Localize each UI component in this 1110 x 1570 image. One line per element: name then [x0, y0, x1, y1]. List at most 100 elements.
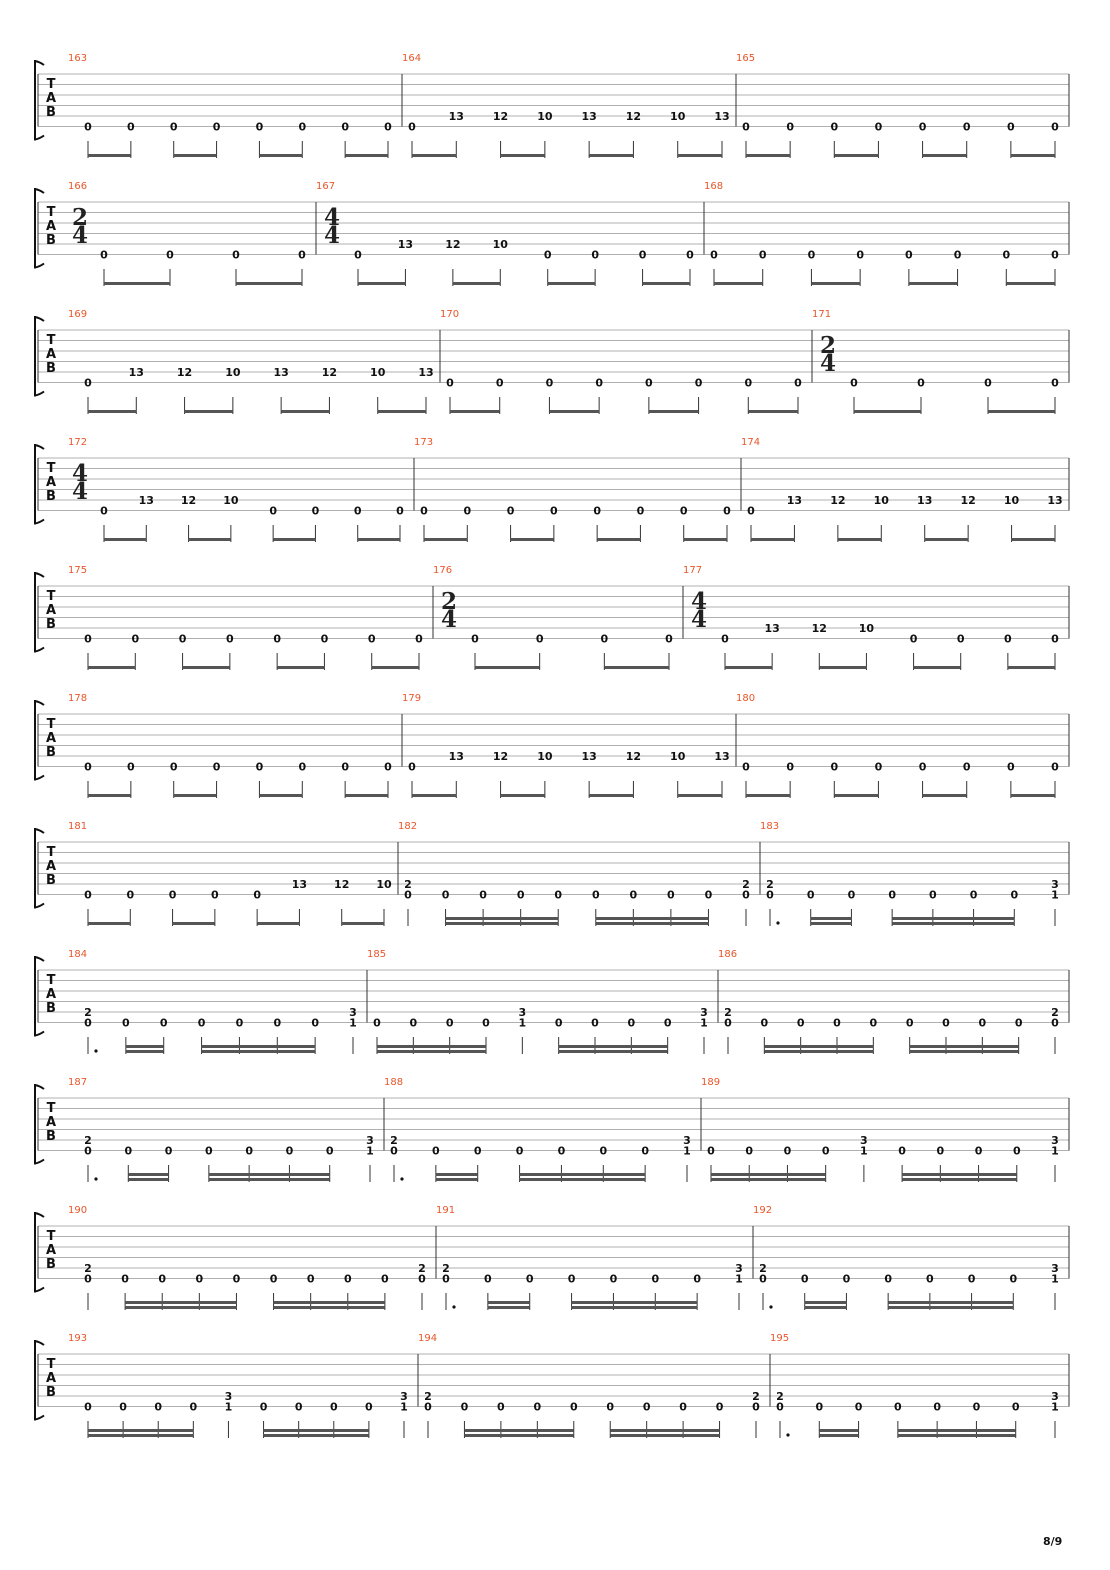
- fret-number: 1: [225, 1401, 233, 1414]
- brace-hook-top: [34, 956, 45, 962]
- system-brace: [34, 188, 36, 269]
- tab-clef-letter: B: [46, 873, 56, 888]
- fret-number: 0: [929, 889, 937, 902]
- beam: [648, 410, 699, 413]
- fret-number: 0: [1051, 121, 1059, 134]
- fret-number: 0: [905, 249, 913, 262]
- measure-number: 191: [436, 1205, 455, 1216]
- fret-number: 0: [970, 889, 978, 902]
- measure-number: 182: [398, 821, 417, 832]
- fret-number: 0: [926, 1273, 934, 1286]
- beam-secondary: [464, 1429, 574, 1432]
- fret-number: 2: [404, 878, 412, 891]
- beam-secondary: [711, 1173, 826, 1176]
- fret-number: 0: [127, 761, 135, 774]
- measure-number: 190: [68, 1205, 87, 1216]
- beam: [764, 1050, 874, 1053]
- fret-number: 0: [461, 1401, 469, 1414]
- time-signature-numerator: 2: [820, 332, 836, 359]
- fret-number: 2: [424, 1390, 432, 1403]
- beam: [277, 666, 325, 669]
- fret-number: 0: [298, 121, 306, 134]
- beam: [257, 922, 300, 925]
- time-signature-numerator: 4: [691, 588, 707, 615]
- fret-number: 0: [759, 1273, 767, 1286]
- fret-number: 0: [752, 1401, 760, 1414]
- time-signature-denominator: 4: [691, 606, 707, 633]
- fret-number: 10: [537, 110, 553, 123]
- fret-number: 0: [884, 1273, 892, 1286]
- fret-number: 0: [742, 889, 750, 902]
- fret-number: 0: [815, 1401, 823, 1414]
- fret-number: 2: [84, 1134, 92, 1147]
- fret-number: 0: [723, 505, 731, 518]
- beam: [922, 154, 967, 157]
- tab-clef-letter: T: [47, 845, 56, 860]
- fret-number: 0: [410, 1017, 418, 1030]
- fret-number: 0: [745, 1145, 753, 1158]
- fret-number: 0: [1051, 633, 1059, 646]
- beam: [281, 410, 330, 413]
- measure-number: 192: [753, 1205, 772, 1216]
- fret-number: 0: [554, 889, 562, 902]
- beam-secondary: [892, 917, 1015, 920]
- brace-hook-top: [34, 316, 45, 322]
- dot-augmentation: [94, 1049, 98, 1053]
- tab-clef-letter: A: [46, 1243, 56, 1258]
- fret-number: 0: [126, 889, 134, 902]
- brace-hook-top: [34, 1340, 45, 1346]
- fret-number: 0: [794, 377, 802, 390]
- measure-number: 180: [736, 693, 755, 704]
- beam: [377, 410, 426, 413]
- beam: [804, 1306, 847, 1309]
- fret-number: 3: [1051, 878, 1059, 891]
- page-number: 8/9: [1043, 1535, 1063, 1548]
- fret-number: 0: [158, 1273, 166, 1286]
- brace-hook-bottom: [34, 1158, 45, 1165]
- fret-number: 0: [724, 1017, 732, 1030]
- fret-number: 0: [408, 121, 416, 134]
- measure-number: 170: [440, 309, 459, 320]
- fret-number: 0: [256, 761, 264, 774]
- beam: [834, 154, 879, 157]
- fret-number: 0: [165, 1145, 173, 1158]
- measure-number: 172: [68, 437, 87, 448]
- tab-clef-letter: T: [47, 333, 56, 348]
- fret-number: 1: [1051, 1145, 1059, 1158]
- measure-number: 166: [68, 181, 87, 192]
- fret-number: 0: [253, 889, 261, 902]
- fret-number: 10: [223, 494, 239, 507]
- fret-number: 0: [471, 633, 479, 646]
- fret-number: 0: [1002, 249, 1010, 262]
- system-brace: [34, 60, 36, 141]
- tab-clef-letter: B: [46, 1129, 56, 1144]
- beam-secondary: [595, 917, 709, 920]
- fret-number: 10: [537, 750, 553, 763]
- measure-number: 164: [402, 53, 421, 64]
- fret-number: 0: [558, 1145, 566, 1158]
- beam: [88, 154, 131, 157]
- fret-number: 3: [735, 1262, 743, 1275]
- fret-number: 0: [298, 249, 306, 262]
- fret-number: 0: [312, 505, 320, 518]
- fret-number: 10: [376, 878, 392, 891]
- brace-hook-top: [34, 60, 45, 66]
- fret-number: 2: [84, 1262, 92, 1275]
- measure-number: 189: [701, 1077, 720, 1088]
- fret-number: 0: [637, 505, 645, 518]
- fret-number: 13: [129, 366, 144, 379]
- fret-number: 0: [420, 505, 428, 518]
- beam-secondary: [902, 1173, 1017, 1176]
- fret-number: 0: [744, 377, 752, 390]
- beam: [377, 1050, 486, 1053]
- fret-number: 1: [860, 1145, 868, 1158]
- fret-number: 0: [1051, 377, 1059, 390]
- beam: [259, 154, 303, 157]
- brace-hook-top: [34, 444, 45, 450]
- fret-number: 10: [670, 750, 686, 763]
- tab-clef-letter: A: [46, 347, 56, 362]
- fret-number: 2: [724, 1006, 732, 1019]
- fret-number: 0: [721, 633, 729, 646]
